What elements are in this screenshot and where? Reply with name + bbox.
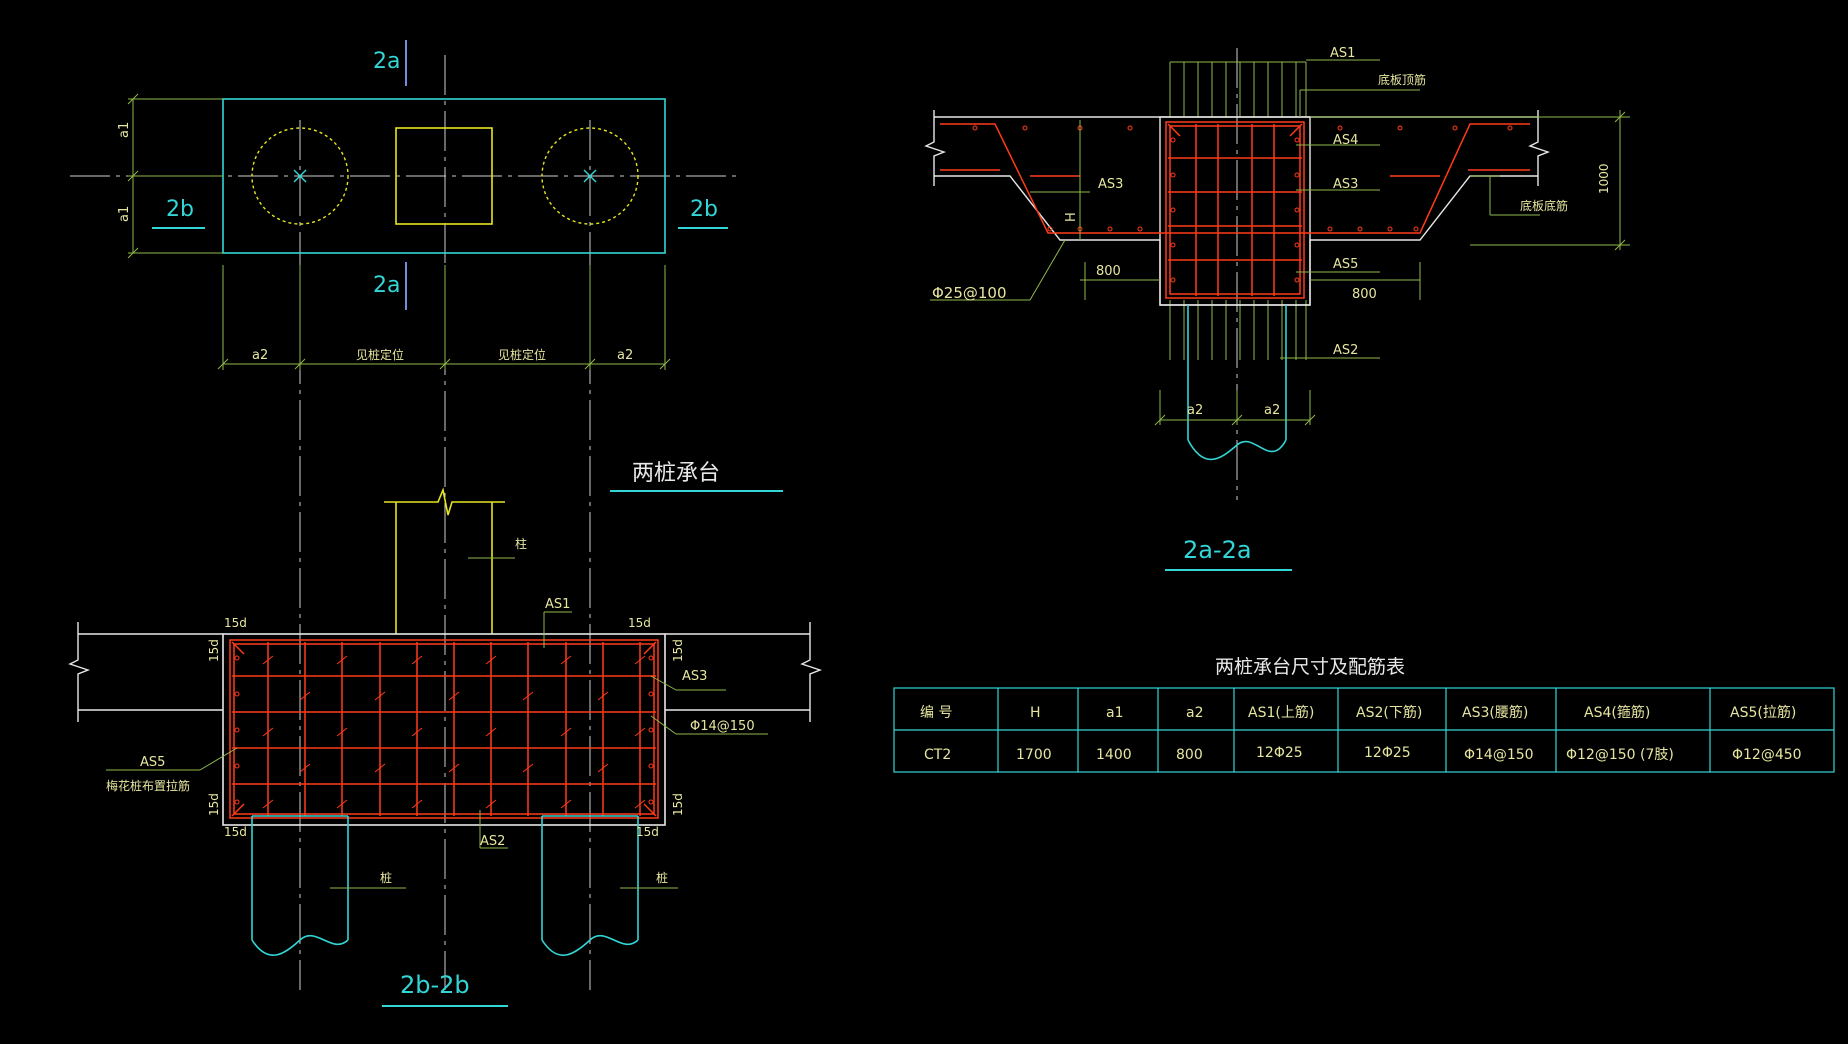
section-cut-marks [152,40,728,310]
section-2a-top-slab-bar: 底板顶筋 [1378,72,1426,87]
section-2b-ties [262,655,646,809]
table-header-cell: AS2(下筋) [1356,704,1422,721]
table-cell: Φ12@450 [1732,747,1802,763]
table-cell: Φ14@150 [1464,747,1534,763]
column-outline [395,127,493,225]
table-header-cell: AS5(拉筋) [1730,704,1796,721]
dim-a2-right: a2 [617,348,633,363]
table-cell: 1700 [1016,747,1052,763]
section-2b-leaders [106,611,768,849]
section-2a-bottom-label: 2a [373,273,400,298]
section-2b-piles [251,815,639,957]
table-header-cell: AS3(腰筋) [1462,704,1528,721]
section-2b-pile-left-label: 桩 [380,870,392,885]
dim-pile-pos-left: 见桩定位 [356,347,404,362]
section-2b-left-label: 2b [166,197,194,222]
table-header-cell: AS4(箍筋) [1584,704,1650,721]
table-header-row: 编 号 H a1 a2 AS1(上筋) AS2(下筋) AS3(腰筋) AS4(… [920,704,1796,721]
section-2b-stirrup: Φ14@150 [690,719,755,734]
section-2a-column-hatch [1169,61,1307,360]
section-2a-as3-left: AS3 [1098,177,1123,192]
drawing-title: 两桩承台 [632,461,720,486]
section-2b-as5-note: 梅花桩布置拉筋 [106,778,190,793]
table-cell: 1400 [1096,747,1132,763]
section-2a-title: 2a-2a [1183,536,1252,564]
section-2b-as2: AS2 [480,834,505,849]
section-2a-as5: AS5 [1333,257,1358,272]
anchor-15d-side-right-top: 15d [671,639,685,662]
section-2b-pile-right-label: 桩 [656,870,668,885]
section-2a-as4: AS4 [1333,133,1358,148]
table-header-cell: 编 号 [920,705,952,721]
pile-circle-left [251,127,349,225]
section-2a-bottom-slab-bar: 底板底筋 [1520,198,1568,213]
anchor-15d-side-left-bottom: 15d [207,793,221,816]
section-2b-2b: 柱 [68,487,823,1007]
section-2a-top-label: 2a [373,49,400,74]
dim-a2-left: a2 [252,348,268,363]
section-2a-dim-a2-right: a2 [1264,403,1280,418]
table-cell: Φ12@150 (7肢) [1566,747,1674,763]
section-2a-dim-h: H [1064,212,1079,222]
section-2b-right-label: 2b [690,197,718,222]
section-2b-column [384,487,505,634]
section-2b-bar-dots [234,655,654,805]
plan-view: 2a 2a 2b 2b a1 a1 a2 见桩定位 [70,40,783,990]
section-2a-pile [1187,305,1287,461]
table-cell: 12Φ25 [1364,745,1411,761]
anchor-15d-bottom-right: 15d [636,825,659,839]
anchor-15d-side-left-top: 15d [207,639,221,662]
dim-a1-bottom: a1 [117,206,132,222]
section-2b-as5: AS5 [140,755,165,770]
section-2b-rebar-grid [229,639,659,819]
table-cell: 800 [1176,747,1203,763]
section-2a-dim-1000: 1000 [1597,163,1611,194]
anchor-15d-bottom-left: 15d [224,825,247,839]
section-2b-slabs [68,622,823,722]
plan-dimensions [127,93,671,370]
section-2b-cap-outline [222,633,666,826]
anchor-15d-side-right-bottom: 15d [671,793,685,816]
section-2a-2a: AS1 底板顶筋 AS4 AS3 AS3 底板底筋 AS5 AS2 1000 8… [924,46,1630,571]
section-2a-dimensions [930,59,1630,426]
anchor-15d-top-left: 15d [224,616,247,630]
pile-center-marks [293,169,597,183]
dim-a1-top: a1 [117,122,132,138]
table-header-cell: a2 [1186,705,1204,721]
section-2a-as2: AS2 [1333,343,1358,358]
section-2a-dim-800-left: 800 [1096,264,1121,279]
pile-circle-right [541,127,639,225]
table-header-cell: a1 [1106,705,1124,721]
table-cell: CT2 [924,747,951,763]
section-2b-column-label: 柱 [515,536,527,551]
table-grid [893,687,1835,773]
section-2a-dim-a2-left: a2 [1187,403,1203,418]
table-header-cell: AS1(上筋) [1248,704,1314,721]
table-row: CT2 1700 1400 800 12Φ25 12Φ25 Φ14@150 Φ1… [924,745,1802,763]
section-2a-as1: AS1 [1330,46,1355,61]
rebar-table: 两桩承台尺寸及配筋表 编 号 H a1 a2 AS1(上筋) AS2(下筋) A… [893,656,1835,773]
anchor-15d-top-right: 15d [628,616,651,630]
section-2b-as3: AS3 [682,669,707,684]
section-2a-dim-800-right: 800 [1352,287,1377,302]
section-2b-as1: AS1 [545,597,570,612]
table-title: 两桩承台尺寸及配筋表 [1215,656,1405,678]
table-cell: 12Φ25 [1256,745,1303,761]
section-2b-title: 2b-2b [400,971,470,999]
section-2a-rebar [940,121,1530,299]
section-2a-bar-dots [972,125,1513,283]
dim-pile-pos-right: 见桩定位 [498,347,546,362]
section-2a-bar-spacing: Φ25@100 [932,284,1007,302]
table-header-cell: H [1030,705,1041,721]
section-2a-as3-right: AS3 [1333,177,1358,192]
